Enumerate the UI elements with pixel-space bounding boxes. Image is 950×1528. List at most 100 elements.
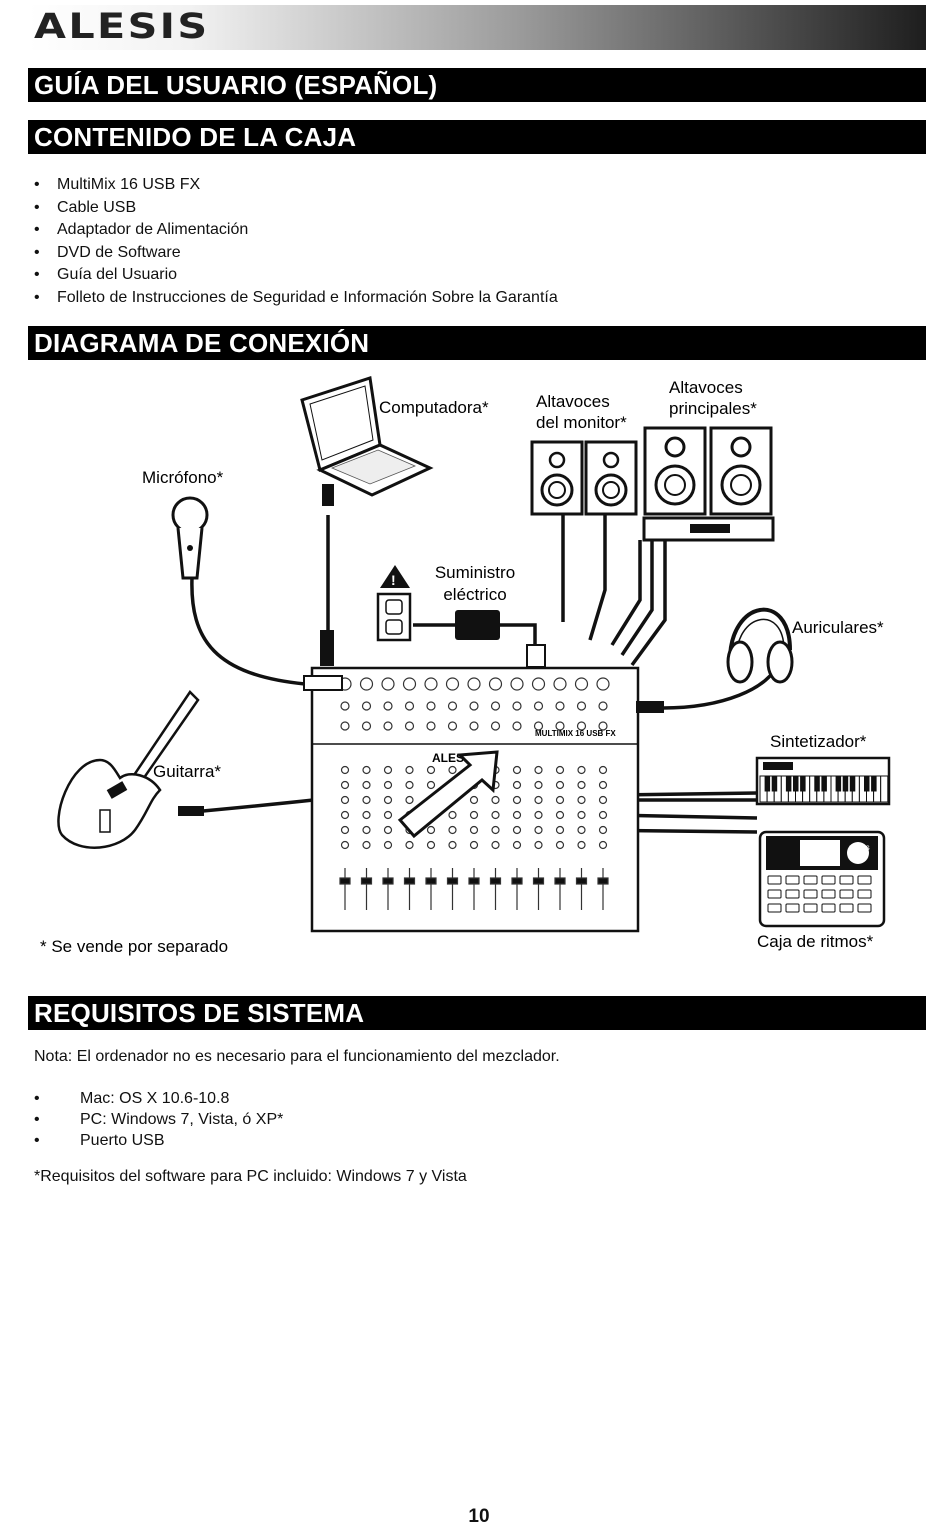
mixer-knob [491, 840, 500, 850]
diagram-title: DIAGRAMA DE CONEXIÓN [28, 326, 926, 360]
power-label-1: Suministro [435, 563, 515, 582]
mixer-knob [534, 795, 543, 805]
power-label-2: eléctrico [443, 585, 506, 604]
mixer-knob [598, 701, 608, 711]
mixer-input-jack [424, 677, 438, 691]
mixer-knob [577, 840, 586, 850]
mixer-fader-cap [511, 877, 523, 885]
main-speakers-label-1: Altavoces [669, 378, 743, 397]
mixer-knob [576, 721, 587, 731]
mixer-knob [577, 825, 586, 835]
mixer-icon: ALESIS MULTIMIX 16 USB FX [303, 666, 664, 933]
synth-black-key [785, 775, 792, 792]
mixer-knob [555, 780, 565, 790]
mixer-knob [361, 721, 372, 731]
mixer-fader-cap [382, 877, 394, 885]
list-item: Mac: OS X 10.6-10.8 [34, 1088, 283, 1109]
list-item: DVD de Software [34, 242, 558, 265]
mixer-fader-cap [360, 877, 373, 885]
mixer-knob [469, 840, 479, 850]
mixer-knob [534, 840, 543, 850]
microphone-label: Micrófono* [142, 468, 224, 487]
requirements-list: Mac: OS X 10.6-10.8 PC: Windows 7, Vista… [34, 1088, 283, 1151]
drum-pad [821, 889, 836, 899]
guitar-icon [57, 690, 204, 849]
mixer-knob [404, 721, 415, 731]
guitar-label: Guitarra* [153, 762, 221, 781]
mixer-knob [555, 701, 565, 711]
drum-machine-icon: ALESIS [758, 830, 886, 928]
mixer-input-jack [402, 677, 417, 691]
drum-pad [803, 875, 818, 885]
mixer-knob [534, 765, 543, 775]
mixer-knob [405, 840, 414, 850]
monitor-speakers-label-2: del monitor* [536, 413, 627, 432]
mixer-knob [555, 825, 565, 835]
drum-pad [785, 875, 800, 885]
mixer-fader-cap [339, 877, 351, 885]
headphones-label: Auriculares* [792, 618, 884, 637]
alesis-logo: ALESIS [34, 7, 210, 47]
main-speakers-icon [642, 426, 775, 542]
mixer-knob [577, 780, 586, 790]
synth-label: Sintetizador* [770, 732, 867, 751]
mixer-knob [577, 765, 586, 775]
main-speakers-label-2: principales* [669, 399, 757, 418]
synth-black-key [864, 775, 870, 792]
mixer-input-jack [510, 677, 524, 691]
mixer-knob [362, 795, 371, 805]
mixer-knob [577, 810, 586, 820]
mixer-knob [555, 840, 565, 850]
synthesizer-icon [755, 756, 891, 806]
microphone-icon [171, 496, 209, 580]
requirements-title: REQUISITOS DE SISTEMA [28, 996, 926, 1030]
mixer-knob [555, 795, 565, 805]
synth-white-key [880, 775, 889, 803]
mixer-knob [448, 765, 457, 775]
drum-pad [839, 903, 854, 913]
mixer-knob [491, 795, 500, 805]
drum-machine-brand: ALESIS [848, 846, 870, 852]
mixer-knob [383, 701, 393, 711]
mixer-knob [405, 780, 414, 790]
mixer-knob [512, 840, 522, 850]
drum-pad [857, 903, 872, 913]
mixer-knob [404, 701, 415, 711]
mixer-knob [598, 840, 608, 850]
list-item: Guía del Usuario [34, 264, 558, 287]
mixer-knob [340, 840, 350, 850]
mixer-knob [512, 810, 522, 820]
mixer-knob [491, 810, 500, 820]
synth-black-key [835, 775, 842, 792]
mixer-knob [426, 765, 436, 775]
mixer-fader-cap [532, 877, 545, 885]
drum-pad [767, 889, 782, 899]
drum-machine-label: Caja de ritmos* [757, 932, 874, 951]
synth-black-key [842, 775, 849, 792]
page-number: 10 [468, 1506, 490, 1527]
mixer-fader-cap [489, 877, 502, 885]
mixer-knob [534, 825, 543, 835]
mixer-knob [340, 765, 350, 775]
synth-black-key [871, 775, 877, 792]
mixer-knob [340, 825, 350, 835]
list-item: Cable USB [34, 197, 558, 220]
synth-black-key [814, 775, 820, 792]
mixer-knob [362, 825, 371, 835]
mixer-knob [490, 721, 501, 731]
mixer-knob [340, 780, 350, 790]
mixer-knob [426, 780, 436, 790]
mixer-knob [555, 721, 565, 731]
mixer-input-jack [381, 677, 395, 691]
mixer-knob [426, 825, 436, 835]
mixer-knob [405, 765, 414, 775]
mixer-knob [340, 701, 350, 711]
mixer-model: MULTIMIX 16 USB FX [535, 729, 616, 738]
mixer-knob [447, 721, 458, 731]
svg-text:!: ! [391, 572, 396, 588]
synth-black-key [793, 775, 799, 792]
mixer-knob [361, 701, 372, 711]
headphones-icon [726, 607, 794, 684]
monitor-speakers-icon [530, 440, 638, 516]
list-item: Folleto de Instrucciones de Seguridad e … [34, 287, 558, 310]
